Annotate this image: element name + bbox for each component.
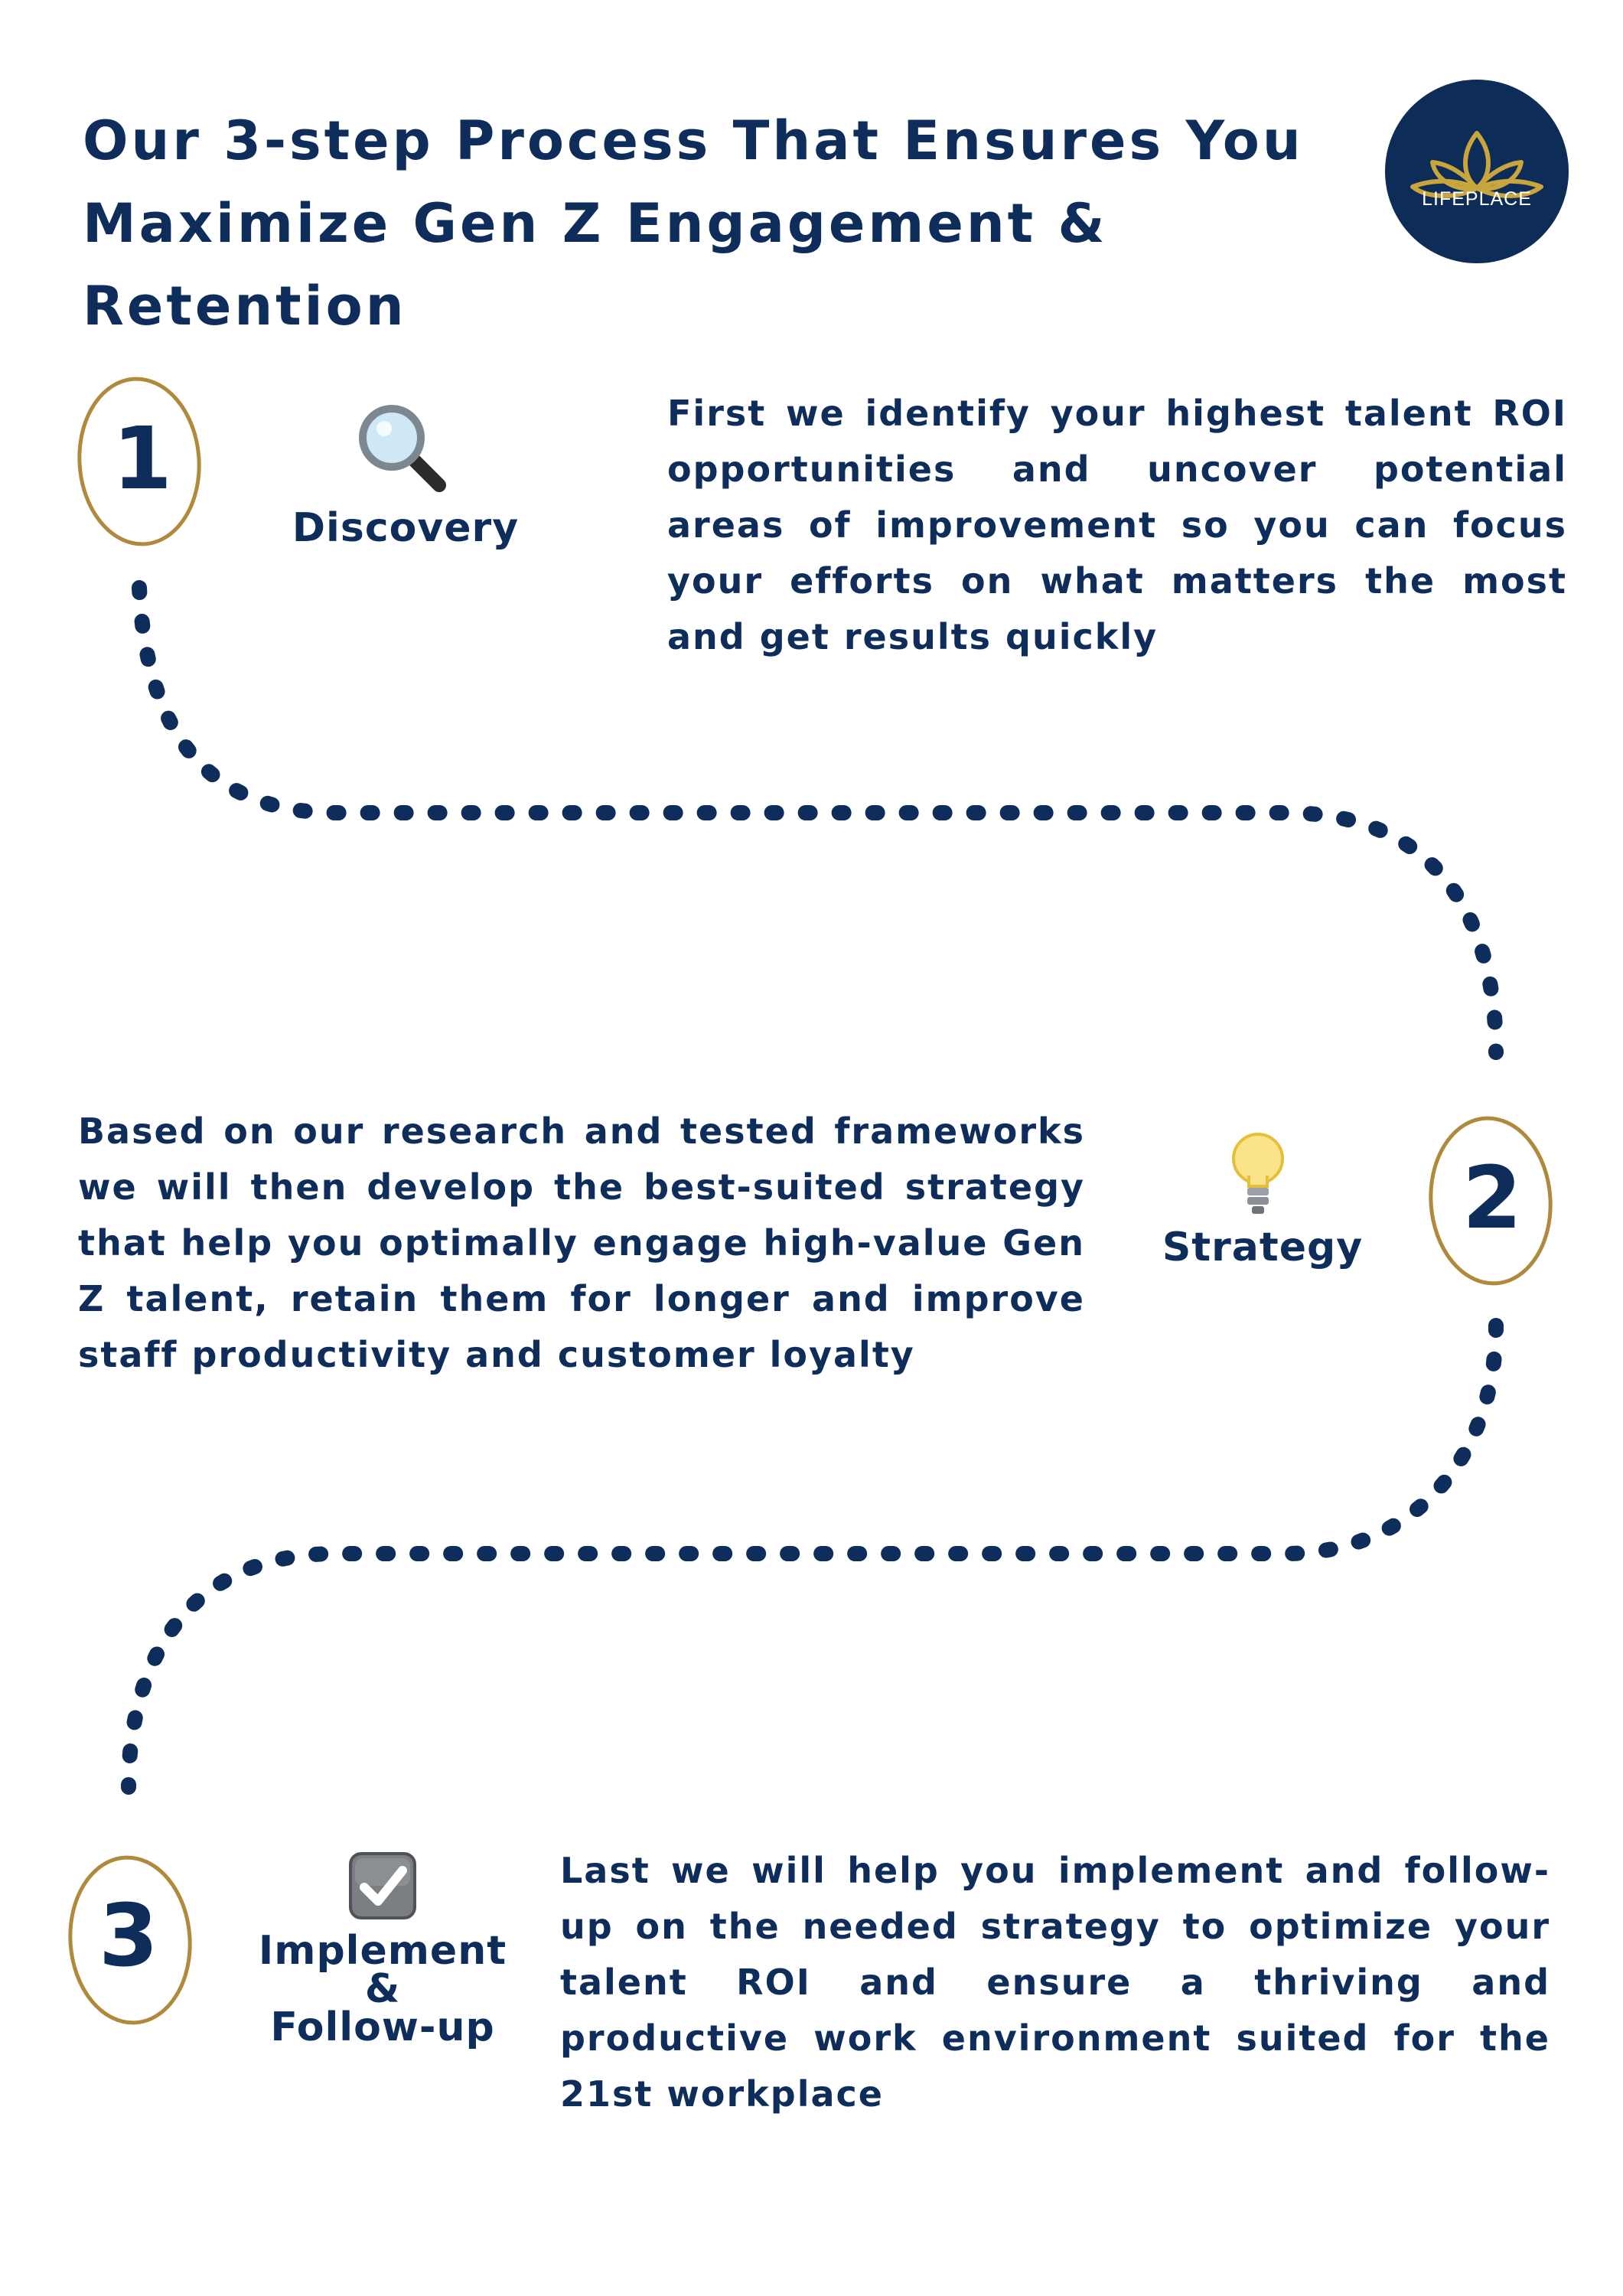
- check-box-icon: [349, 1852, 416, 1919]
- step-3-label: Implement & Follow-up: [230, 1928, 536, 2050]
- step-2-ellipse: [1429, 1116, 1553, 1286]
- lotus-icon: [1410, 131, 1543, 198]
- step-2-number: 2: [1462, 1149, 1522, 1248]
- light-bulb-icon: [1232, 1133, 1284, 1214]
- logo-text: LIFEPLACE: [1422, 188, 1532, 210]
- step-3-number: 3: [99, 1887, 158, 1986]
- step-1-label: Discovery: [292, 505, 520, 551]
- step-3-ellipse: [68, 1855, 192, 2025]
- step-3-description: Last we will help you implement and foll…: [560, 1850, 1550, 2115]
- title-line-1: Our 3-step Process That Ensures You: [83, 109, 1304, 172]
- step-2-description: Based on our research and tested framewo…: [78, 1110, 1085, 1375]
- step-3-label-line-2: &: [364, 1966, 401, 2012]
- step-2-label: Strategy: [1162, 1225, 1364, 1270]
- path-segment-1-to-2: [132, 580, 1504, 1060]
- title-line-2: Maximize Gen Z Engagement & Retention: [83, 192, 1108, 338]
- path-segment-2-to-3: [121, 1318, 1504, 1795]
- page-title: Our 3-step Process That Ensures You Maxi…: [83, 99, 1345, 347]
- step-1-ellipse: [77, 377, 201, 546]
- lifeplace-logo: [1385, 80, 1569, 263]
- step-3-label-line-1: Implement: [258, 1928, 507, 1974]
- step-3-label-line-3: Follow-up: [270, 2004, 495, 2050]
- magnifying-glass-icon: [359, 405, 446, 492]
- step-1-description: First we identify your highest talent RO…: [667, 393, 1567, 657]
- step-1-number: 1: [112, 409, 172, 509]
